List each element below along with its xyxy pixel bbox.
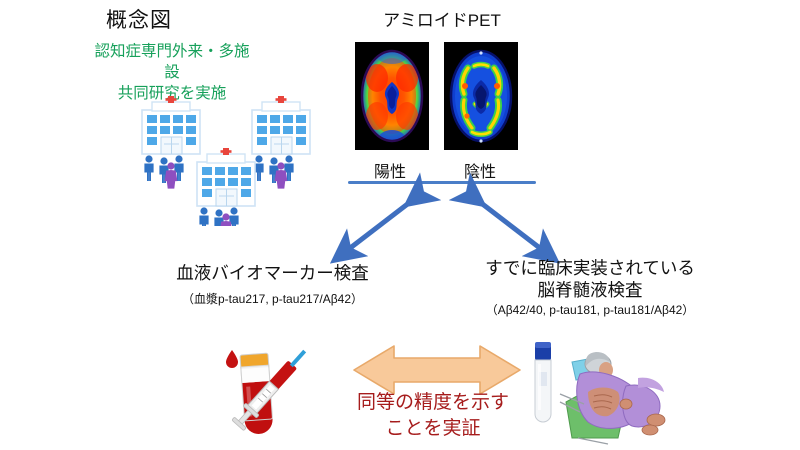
pet-to-blood-biomarker-arrow (329, 172, 442, 264)
blood-biomarker-subtitle: （血漿p-tau217, p-tau217/Aβ42） (181, 292, 363, 306)
amyloid-pet-negative-scan (444, 42, 518, 150)
pet-to-csf-arrow (448, 172, 561, 264)
pet-negative-label: 陰性 (463, 164, 496, 181)
csf-test-title: すでに臨床実装されている 脳脊髄液検査 (485, 258, 695, 301)
three-hospitals-illustration (122, 86, 322, 226)
pet-section-title: アミロイドPET (383, 11, 501, 30)
blood-tube-syringe-illustration (205, 338, 325, 446)
equivalence-double-arrow (353, 345, 521, 395)
equivalence-caption: 同等の精度を示す ことを実証 (356, 392, 509, 439)
blood-biomarker-title: 血液バイオマーカー検査 (176, 263, 369, 283)
page-title: 概念図 (106, 9, 172, 32)
pet-section-underline (348, 181, 536, 184)
lumbar-puncture-illustration (522, 338, 672, 446)
csf-test-subtitle: （Aβ42/40, p-tau181, p-tau181/Aβ42） (485, 303, 695, 317)
amyloid-pet-positive-scan (355, 42, 429, 150)
cohort-caption: 認知症専門外来・多施設 共同研究を実施 (94, 43, 250, 102)
pet-positive-label: 陽性 (373, 164, 406, 181)
